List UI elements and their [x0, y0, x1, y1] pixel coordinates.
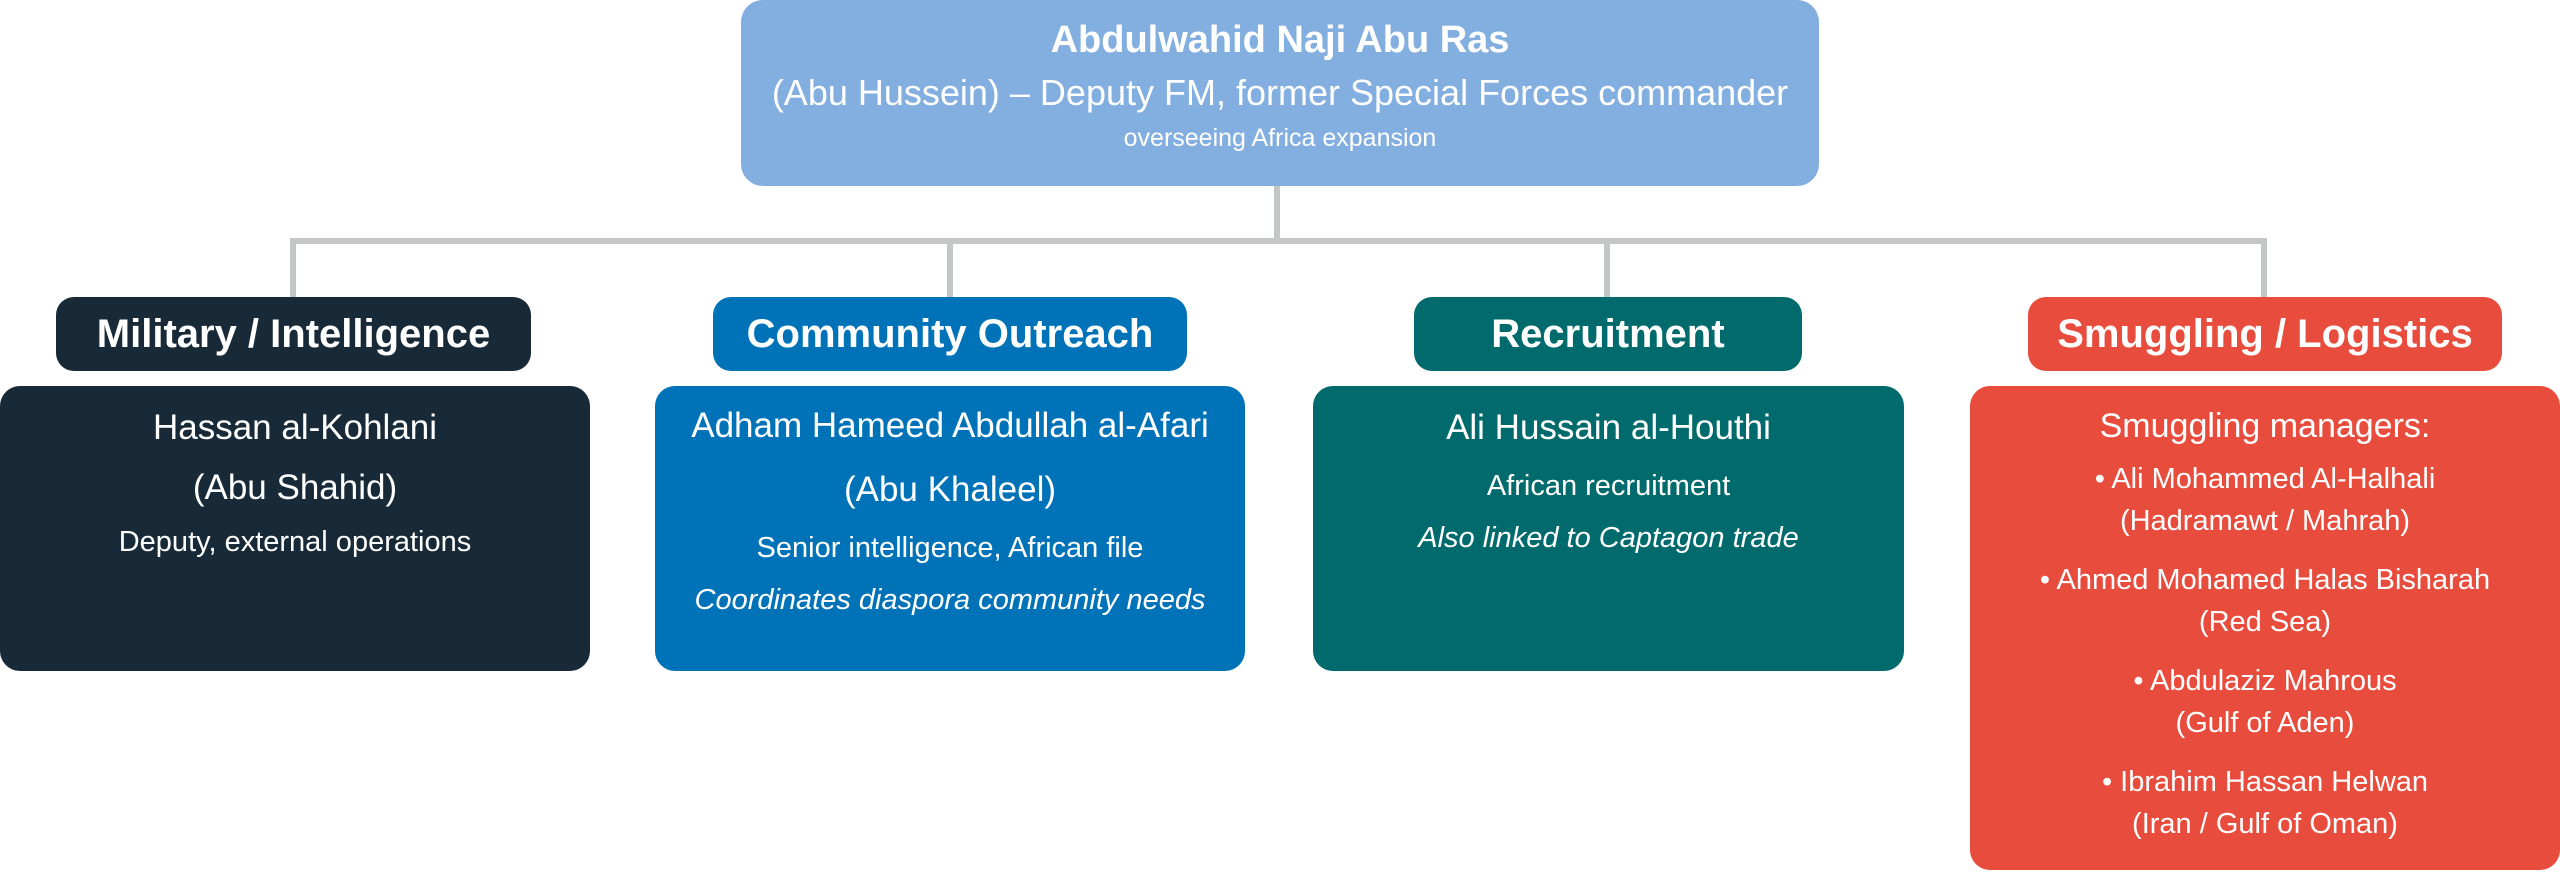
top-node-note: overseeing Africa expansion — [1123, 124, 1437, 152]
smuggling-manager-name: • Ibrahim Hassan Helwan — [2101, 766, 2429, 798]
military-box: Hassan al-Kohlani (Abu Shahid) Deputy, e… — [0, 386, 590, 671]
smuggling-manager-name: • Abdulaziz Mahrous — [2133, 665, 2397, 697]
community-header: Community Outreach — [713, 297, 1187, 371]
top-node-role: (Abu Hussein) – Deputy FM, former Specia… — [771, 72, 1789, 113]
military-name: Hassan al-Kohlani — [152, 408, 438, 447]
recruitment-box: Ali Hussain al-Houthi African recruitmen… — [1313, 386, 1904, 671]
smuggling-box: Smuggling managers: • Ali Mohammed Al-Ha… — [1970, 386, 2560, 870]
top-node: Abdulwahid Naji Abu Ras (Abu Hussein) – … — [741, 0, 1819, 186]
military-detail: Deputy, external operations — [118, 526, 472, 558]
smuggling-header: Smuggling / Logistics — [2028, 297, 2502, 371]
military-header: Military / Intelligence — [56, 297, 531, 371]
recruitment-header: Recruitment — [1414, 297, 1802, 371]
smuggling-manager-name: • Ali Mohammed Al-Halhali — [2094, 463, 2436, 495]
smuggling-manager-item: • Ali Mohammed Al-Halhali (Hadramawt / M… — [1970, 458, 2560, 542]
connector-smuggling — [2261, 238, 2267, 300]
smuggling-manager-item: • Ibrahim Hassan Helwan (Iran / Gulf of … — [1970, 761, 2560, 845]
smuggling-manager-region: (Gulf of Aden) — [2175, 707, 2355, 739]
community-note: Coordinates diaspora community needs — [694, 584, 1206, 616]
connector-military — [290, 238, 296, 300]
smuggling-manager-name: • Ahmed Mohamed Halas Bisharah — [2039, 564, 2491, 596]
connector-community — [947, 238, 953, 300]
connector-top-vertical — [1274, 184, 1280, 242]
smuggling-title: Smuggling managers: — [2099, 407, 2431, 445]
smuggling-manager-region: (Red Sea) — [2198, 606, 2332, 638]
community-alias: (Abu Khaleel) — [843, 470, 1057, 509]
smuggling-manager-item: • Abdulaziz Mahrous (Gulf of Aden) — [1970, 660, 2560, 744]
community-box: Adham Hameed Abdullah al-Afari (Abu Khal… — [655, 386, 1245, 671]
community-name: Adham Hameed Abdullah al-Afari — [691, 406, 1209, 445]
top-node-name: Abdulwahid Naji Abu Ras — [1050, 19, 1510, 61]
recruitment-note: Also linked to Captagon trade — [1418, 522, 1799, 554]
community-detail: Senior intelligence, African file — [756, 532, 1144, 564]
connector-recruitment — [1604, 238, 1610, 300]
recruitment-detail: African recruitment — [1486, 470, 1731, 502]
smuggling-manager-region: (Iran / Gulf of Oman) — [2132, 808, 2398, 840]
smuggling-manager-region: (Hadramawt / Mahrah) — [2119, 505, 2411, 537]
connector-horizontal — [290, 238, 2267, 244]
recruitment-name: Ali Hussain al-Houthi — [1446, 408, 1771, 447]
military-alias: (Abu Shahid) — [192, 468, 398, 507]
smuggling-manager-item: • Ahmed Mohamed Halas Bisharah (Red Sea) — [1970, 559, 2560, 643]
